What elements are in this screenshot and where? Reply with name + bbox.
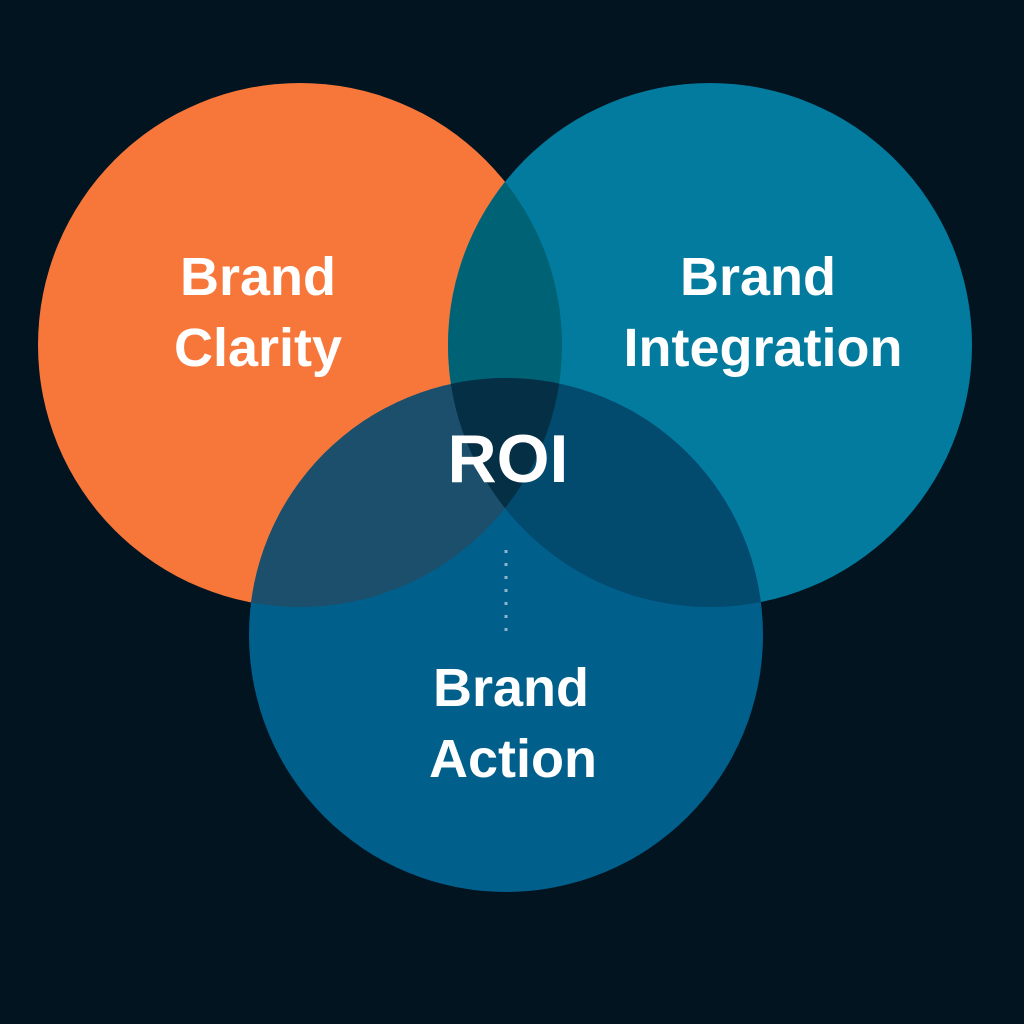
label-action-line2: Action xyxy=(429,729,597,789)
label-clarity-line1: Brand xyxy=(180,247,336,307)
label-integration-line2: Integration xyxy=(624,318,903,378)
label-integration-line1: Brand xyxy=(680,247,836,307)
label-clarity-line2: Clarity xyxy=(174,318,342,378)
overlap-clarity-action xyxy=(249,378,562,607)
center-label-roi: ROI xyxy=(448,421,569,497)
overlap-integration-action xyxy=(448,378,763,607)
label-action-line1: Brand xyxy=(433,658,589,718)
